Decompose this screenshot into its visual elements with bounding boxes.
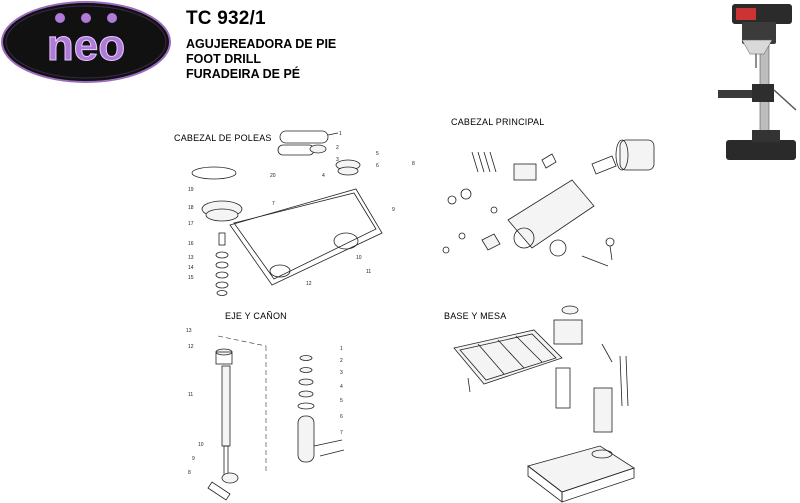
part-number: 12 [306,281,312,287]
part-number: 20 [270,173,276,179]
part-number: 2 [336,145,339,151]
name-es: AGUJEREADORA DE PIE [186,37,337,51]
main-head-diagram [442,139,655,267]
part-number: 3 [340,370,343,376]
part-number: 10 [198,442,204,448]
part-number: 8 [188,470,191,476]
part-number: 5 [340,398,343,404]
section-title-pulley-head: CABEZAL DE POLEAS [174,133,272,143]
part-number: 6 [340,414,343,420]
part-number: 7 [340,430,343,436]
neo-logo: neo [0,0,172,84]
spindle-diagram: 1 2 3 4 5 6 7 13 12 11 10 9 8 [186,328,345,501]
part-number: 1 [340,346,343,352]
part-number: 16 [188,241,194,247]
part-number: 13 [186,328,192,334]
part-number: 9 [392,207,395,213]
part-number: 1 [339,131,342,137]
part-number: 14 [188,265,194,271]
logo-text: neo [47,21,125,70]
part-number: 10 [356,255,362,261]
part-number: 11 [188,392,193,398]
model-code: TC 932/1 [186,8,266,29]
part-number: 8 [412,161,415,167]
section-title-spindle: EJE Y CAÑON [225,311,287,321]
part-number: 3 [336,157,339,163]
part-number: 4 [340,384,343,390]
section-title-main-head: CABEZAL PRINCIPAL [451,117,545,127]
part-number: 18 [188,205,194,211]
part-number: 7 [272,201,275,207]
part-number: 11 [366,269,371,275]
part-number: 4 [322,173,325,179]
pulley-head-diagram: 1 2 3 4 5 6 7 8 9 10 11 12 13 14 15 16 1… [188,130,415,296]
part-number: 5 [376,151,379,157]
part-number: 15 [188,275,194,281]
part-number: 13 [188,255,194,261]
name-en: FOOT DRILL [186,52,261,66]
base-table-diagram [453,305,635,503]
part-number: 12 [188,344,194,350]
part-number: 17 [188,221,194,227]
part-number: 9 [192,456,195,462]
part-number: 19 [188,187,194,193]
part-number: 2 [340,358,343,364]
name-pt: FURADEIRA DE PÉ [186,67,301,81]
part-number: 6 [376,163,379,169]
drill-press-photo [712,0,800,172]
section-title-base: BASE Y MESA [444,311,507,321]
